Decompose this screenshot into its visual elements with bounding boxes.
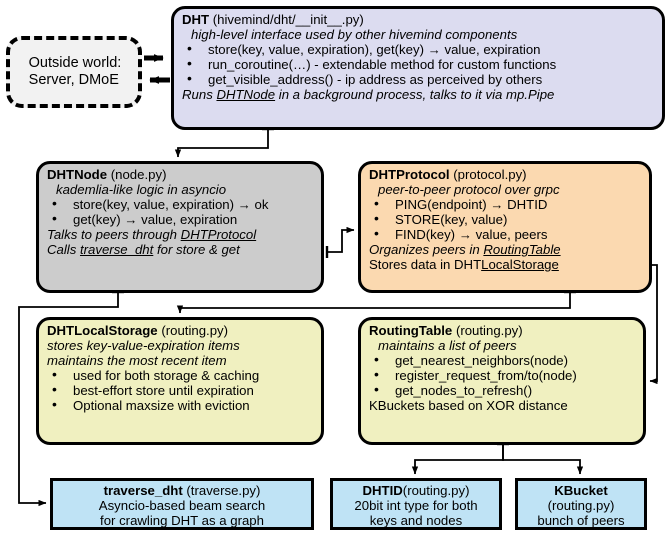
dhtprotocol-bullet-list: PING(endpoint) → DHTID STORE(key, value)…: [369, 196, 643, 242]
dhtnode-bullet-list: store(key, value, expiration) → ok get(k…: [47, 196, 315, 227]
dhtprotocol-bullet-2: FIND(key) → value, peers: [369, 226, 643, 242]
dhtnode-bullet-0: store(key, value, expiration) → ok: [47, 196, 315, 212]
dhtlocalstorage-file: (routing.py): [161, 323, 229, 338]
dhtprotocol-footer-1: Organizes peers in RoutingTable: [369, 242, 643, 257]
kbucket-title: KBucket: [554, 483, 608, 498]
dhtlocalstorage-title: DHTLocalStorage: [47, 323, 158, 338]
dht-footer: Runs DHTNode in a background process, ta…: [182, 87, 656, 102]
dhtnode-footer2-post: for store & get: [153, 242, 240, 258]
connector-routingtable-to-kbucket: [497, 442, 584, 475]
dhtlocalstorage-subtitle-1: stores key-value-expiration items: [47, 338, 240, 354]
dht-bullet-2: get_visible_address() - ip address as pe…: [182, 71, 656, 87]
kbucket-line3: bunch of peers: [537, 513, 625, 529]
node-dhtnode[interactable]: DHTNode (node.py) kademlia-like logic in…: [36, 161, 324, 293]
node-dht[interactable]: DHT (hivemind/dht/__init__.py) high-leve…: [171, 6, 665, 130]
routingtable-file: (routing.py): [455, 323, 523, 338]
traverse-dht-file: (traverse.py): [186, 483, 261, 498]
traverse-dht-line3: for crawling DHT as a graph: [100, 513, 264, 529]
dhtnode-footer2-pre: Calls: [47, 242, 80, 258]
kbucket-file: (routing.py): [547, 498, 615, 514]
dhtnode-file: (node.py): [110, 167, 167, 182]
node-traverse-dht[interactable]: traverse_dht (traverse.py) Asyncio-based…: [50, 478, 314, 530]
dhtnode-footer-1: Talks to peers through DHTProtocol: [47, 227, 315, 242]
dhtnode-link-dhtprotocol[interactable]: DHTProtocol: [180, 227, 257, 243]
traverse-dht-title: traverse_dht: [103, 483, 183, 498]
node-dhtprotocol[interactable]: DHTProtocol (protocol.py) peer-to-peer p…: [358, 161, 652, 293]
dht-footer-post: in a background process, talks to it via…: [275, 87, 555, 103]
dhtnode-title: DHTNode: [47, 167, 108, 182]
node-outside-world[interactable]: Outside world: Server, DMoE: [6, 36, 142, 108]
dht-footer-pre: Runs: [182, 87, 217, 103]
dhtlocalstorage-subtitle-2: maintains the most recent item: [47, 353, 227, 369]
dhtprotocol-footer1-pre: Organizes peers in: [369, 242, 484, 258]
dht-bullet-0: store(key, value, expiration), get(key) …: [182, 41, 656, 57]
dhtid-file: (routing.py): [402, 483, 470, 498]
dhtlocalstorage-bullet-0: used for both storage & caching: [47, 367, 315, 383]
dhtlocalstorage-bullet-2: Optional maxsize with eviction: [47, 397, 315, 413]
dhtprotocol-link-localstorage[interactable]: LocalStorage: [481, 257, 559, 273]
dht-bullet-1: run_coroutine(…) - extendable method for…: [182, 56, 656, 72]
routingtable-footer: KBuckets based on XOR distance: [369, 398, 568, 414]
outside-world-line1: Outside world:: [28, 55, 122, 72]
dhtid-line3: keys and nodes: [369, 513, 463, 529]
dhtnode-subtitle: kademlia-like logic in asyncio: [56, 182, 227, 198]
traverse-dht-line2: Asyncio-based beam search: [98, 498, 266, 514]
dht-footer-link-dhtnode[interactable]: DHTNode: [216, 87, 276, 103]
dhtprotocol-link-routingtable[interactable]: RoutingTable: [483, 242, 561, 258]
dhtid-title: DHTID: [362, 483, 403, 498]
routingtable-bullet-list: get_nearest_neighbors(node) register_req…: [369, 352, 637, 398]
dhtprotocol-footer-2: Stores data in DHTLocalStorage: [369, 257, 643, 272]
dhtlocalstorage-bullet-list: used for both storage & caching best-eff…: [47, 367, 315, 413]
dhtnode-footer1-pre: Talks to peers through: [47, 227, 181, 243]
dhtprotocol-title: DHTProtocol: [369, 167, 450, 182]
dhtlocalstorage-bullet-1: best-effort store until expiration: [47, 382, 315, 398]
dht-file: (hivemind/dht/__init__.py): [212, 12, 364, 27]
routingtable-title: RoutingTable: [369, 323, 453, 338]
dhtprotocol-footer2-pre: Stores data in DHT: [369, 257, 482, 273]
dht-bullet-list: store(key, value, expiration), get(key) …: [182, 41, 656, 87]
dhtnode-bullet-1: get(key) → value, expiration: [47, 211, 315, 227]
node-dhtlocalstorage[interactable]: DHTLocalStorage (routing.py) stores key-…: [36, 317, 324, 445]
connector-routingtable-to-dhtid: [411, 443, 504, 475]
dhtprotocol-subtitle: peer-to-peer protocol over grpc: [378, 182, 560, 198]
node-kbucket[interactable]: KBucket (routing.py) bunch of peers: [515, 478, 647, 530]
dht-title: DHT: [182, 12, 210, 27]
routingtable-bullet-2: get_nodes_to_refresh(): [369, 382, 637, 398]
dhtprotocol-file: (protocol.py): [453, 167, 527, 182]
outside-world-line2: Server, DMoE: [28, 72, 119, 88]
connector-dhtprotocol-to-dhtlocalstorage: [176, 290, 576, 314]
dhtprotocol-bullet-1: STORE(key, value): [369, 211, 643, 227]
node-dhtid[interactable]: DHTID(routing.py) 20bit int type for bot…: [330, 478, 502, 530]
connector-dhtnode-to-dhtprotocol: [325, 226, 355, 258]
dhtid-line2: 20bit int type for both: [354, 498, 478, 514]
dhtnode-link-traverse-dht[interactable]: traverse_dht: [79, 242, 154, 258]
connector-dht-to-dhtnode: [174, 127, 274, 158]
dhtnode-footer-2: Calls traverse_dht for store & get: [47, 242, 315, 257]
node-routingtable[interactable]: RoutingTable (routing.py) maintains a li…: [358, 317, 646, 445]
dhtprotocol-bullet-0: PING(endpoint) → DHTID: [369, 196, 643, 212]
dht-subtitle: high-level interface used by other hivem…: [191, 27, 518, 43]
routingtable-bullet-1: register_request_from/to(node): [369, 367, 637, 383]
routingtable-bullet-0: get_nearest_neighbors(node): [369, 352, 637, 368]
routingtable-subtitle: maintains a list of peers: [378, 338, 517, 354]
